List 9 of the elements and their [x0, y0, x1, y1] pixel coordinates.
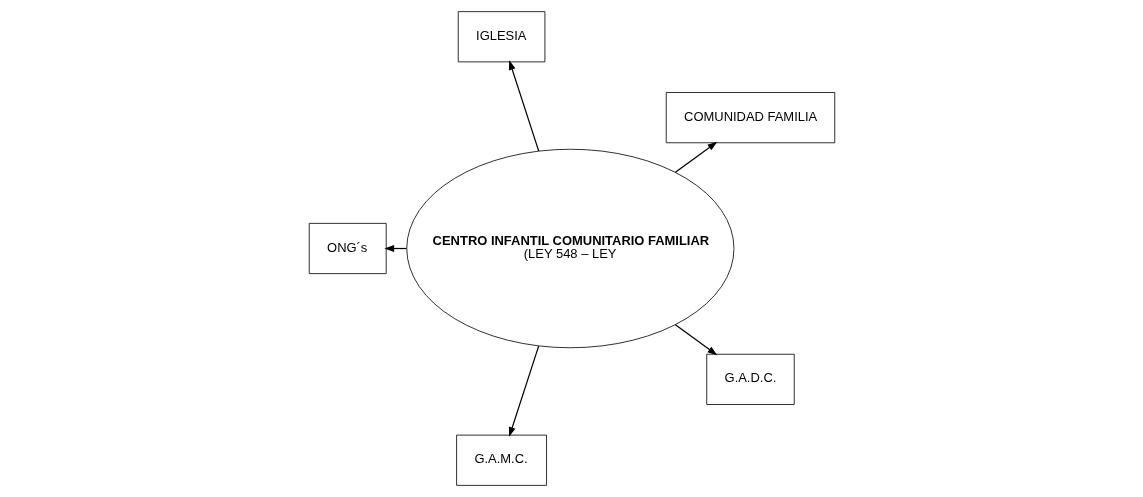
- node-box: IGLESIA: [457, 11, 545, 63]
- arrow: [674, 324, 717, 356]
- node-box: G.A.M.C.: [455, 434, 547, 486]
- node-box: COMUNIDAD FAMILIA: [665, 92, 835, 144]
- node-box: G.A.D.C.: [705, 353, 795, 405]
- arrow: [508, 345, 539, 437]
- arrow: [674, 141, 717, 173]
- arrow: [508, 60, 539, 152]
- node-box: ONG´s: [308, 222, 387, 275]
